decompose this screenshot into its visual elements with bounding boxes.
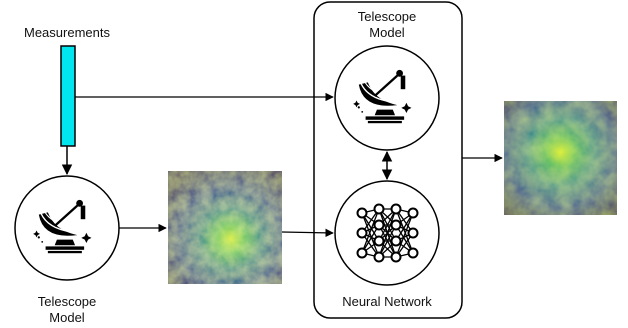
sky-image-output (504, 101, 617, 215)
nn-node (356, 247, 368, 259)
model-group-box (313, 1, 463, 319)
nn-node (390, 235, 402, 247)
nn-node (390, 251, 402, 263)
telescope-model-top-line2: Model (369, 25, 405, 40)
nn-edge (378, 224, 397, 258)
neural-network-label: Neural Network (342, 294, 432, 309)
nn-node (373, 203, 385, 215)
nn-node (373, 235, 385, 247)
nn-node (373, 251, 385, 263)
telescope-model-bottom-label: Telescope Model (17, 294, 117, 326)
nn-edge (361, 208, 380, 254)
telescope-model-top-node (334, 45, 440, 151)
nn-node (390, 219, 402, 231)
telescope-model-bottom-line1: Telescope (37, 294, 97, 309)
sky-image-middle (168, 171, 282, 284)
nn-edge (361, 212, 380, 258)
nn-edge (395, 208, 414, 254)
nn-node (407, 207, 419, 219)
nn-node (356, 207, 368, 219)
telescope-model-bottom-node (14, 175, 120, 281)
nn-node (390, 203, 402, 215)
nn-node (407, 227, 419, 239)
nn-edge (378, 208, 397, 242)
telescope-model-top-label: Telescope Model (337, 9, 437, 41)
telescope-model-bottom-line2: Model (49, 310, 85, 325)
nn-edge (378, 208, 397, 258)
nn-edge (395, 212, 414, 258)
nn-node (356, 227, 368, 239)
nn-node (407, 247, 419, 259)
telescope-model-top-line1: Telescope (357, 9, 417, 24)
nn-node (373, 219, 385, 231)
arrow-image-to-network (281, 228, 334, 238)
neural-network-icon (356, 203, 419, 263)
measurements-bar (60, 45, 76, 147)
measurements-label: Measurements (24, 25, 110, 40)
